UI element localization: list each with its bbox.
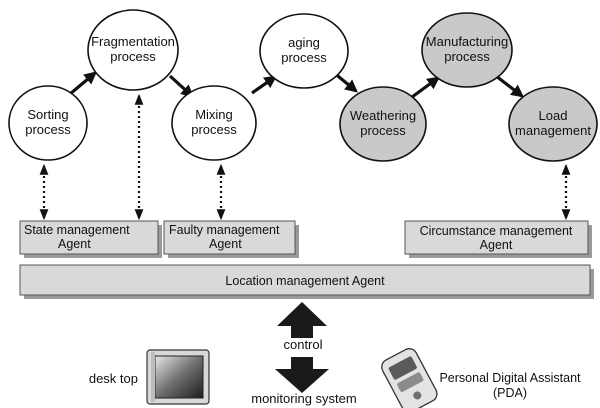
flow-arrow-sorting-fragmentation — [68, 71, 97, 96]
process-sorting: Sorting process — [8, 85, 88, 161]
process-load-line1: Load — [539, 108, 568, 123]
faulty-agent-line1: Faulty management — [169, 223, 280, 237]
desktop-monitor-icon — [146, 349, 210, 405]
control-arrow-up-icon — [277, 302, 327, 338]
process-fragmentation: Fragmentation process — [87, 9, 179, 91]
agent-links — [39, 93, 571, 221]
process-manufacturing-line2: process — [444, 49, 490, 64]
process-load-management: Load management — [508, 86, 598, 162]
control-label: control — [283, 337, 322, 352]
location-management-agent: Location management Agent — [19, 264, 594, 299]
pda-label-line1: Personal Digital Assistant — [439, 371, 581, 385]
process-sorting-line1: Sorting — [27, 107, 68, 122]
state-management-agent: State management Agent — [19, 220, 162, 258]
monitoring-arrow-down-icon — [275, 357, 329, 393]
state-agent-line2: Agent — [58, 237, 91, 251]
circumstance-management-agent: Circumstance management Agent — [404, 220, 592, 258]
process-weathering-line1: Weathering — [350, 108, 416, 123]
process-mixing-line1: Mixing — [195, 107, 233, 122]
process-aging-line2: process — [281, 50, 327, 65]
process-weathering-line2: process — [360, 123, 406, 138]
flow-arrow-mixing-aging — [251, 75, 278, 95]
process-fragmentation-line1: Fragmentation — [91, 34, 175, 49]
process-aging-line1: aging — [288, 35, 320, 50]
pda-device-icon — [381, 348, 438, 408]
monitoring-system-label: monitoring system — [251, 391, 356, 406]
flow-arrow-weathering-manufacturing — [411, 76, 441, 99]
process-mixing-line2: process — [191, 122, 237, 137]
desktop-label: desk top — [89, 371, 138, 386]
faulty-management-agent: Faulty management Agent — [163, 220, 299, 258]
flow-arrow-manufacturing-load — [495, 74, 525, 98]
process-sorting-line2: process — [25, 122, 71, 137]
process-aging: aging process — [259, 13, 349, 89]
process-fragmentation-line2: process — [110, 49, 156, 64]
circumstance-agent-line2: Agent — [480, 238, 513, 252]
process-manufacturing-line1: Manufacturing — [426, 34, 508, 49]
process-mixing: Mixing process — [171, 85, 257, 161]
state-agent-line1: State management — [24, 223, 130, 237]
process-weathering: Weathering process — [339, 86, 427, 162]
circumstance-agent-line1: Circumstance management — [420, 224, 573, 238]
location-agent-label: Location management Agent — [225, 274, 385, 288]
process-load-line2: management — [515, 123, 591, 138]
flow-arrow-fragmentation-mixing — [168, 74, 194, 98]
process-manufacturing: Manufacturing process — [421, 12, 513, 88]
pda-label-line2: (PDA) — [493, 386, 527, 400]
faulty-agent-line2: Agent — [209, 237, 242, 251]
